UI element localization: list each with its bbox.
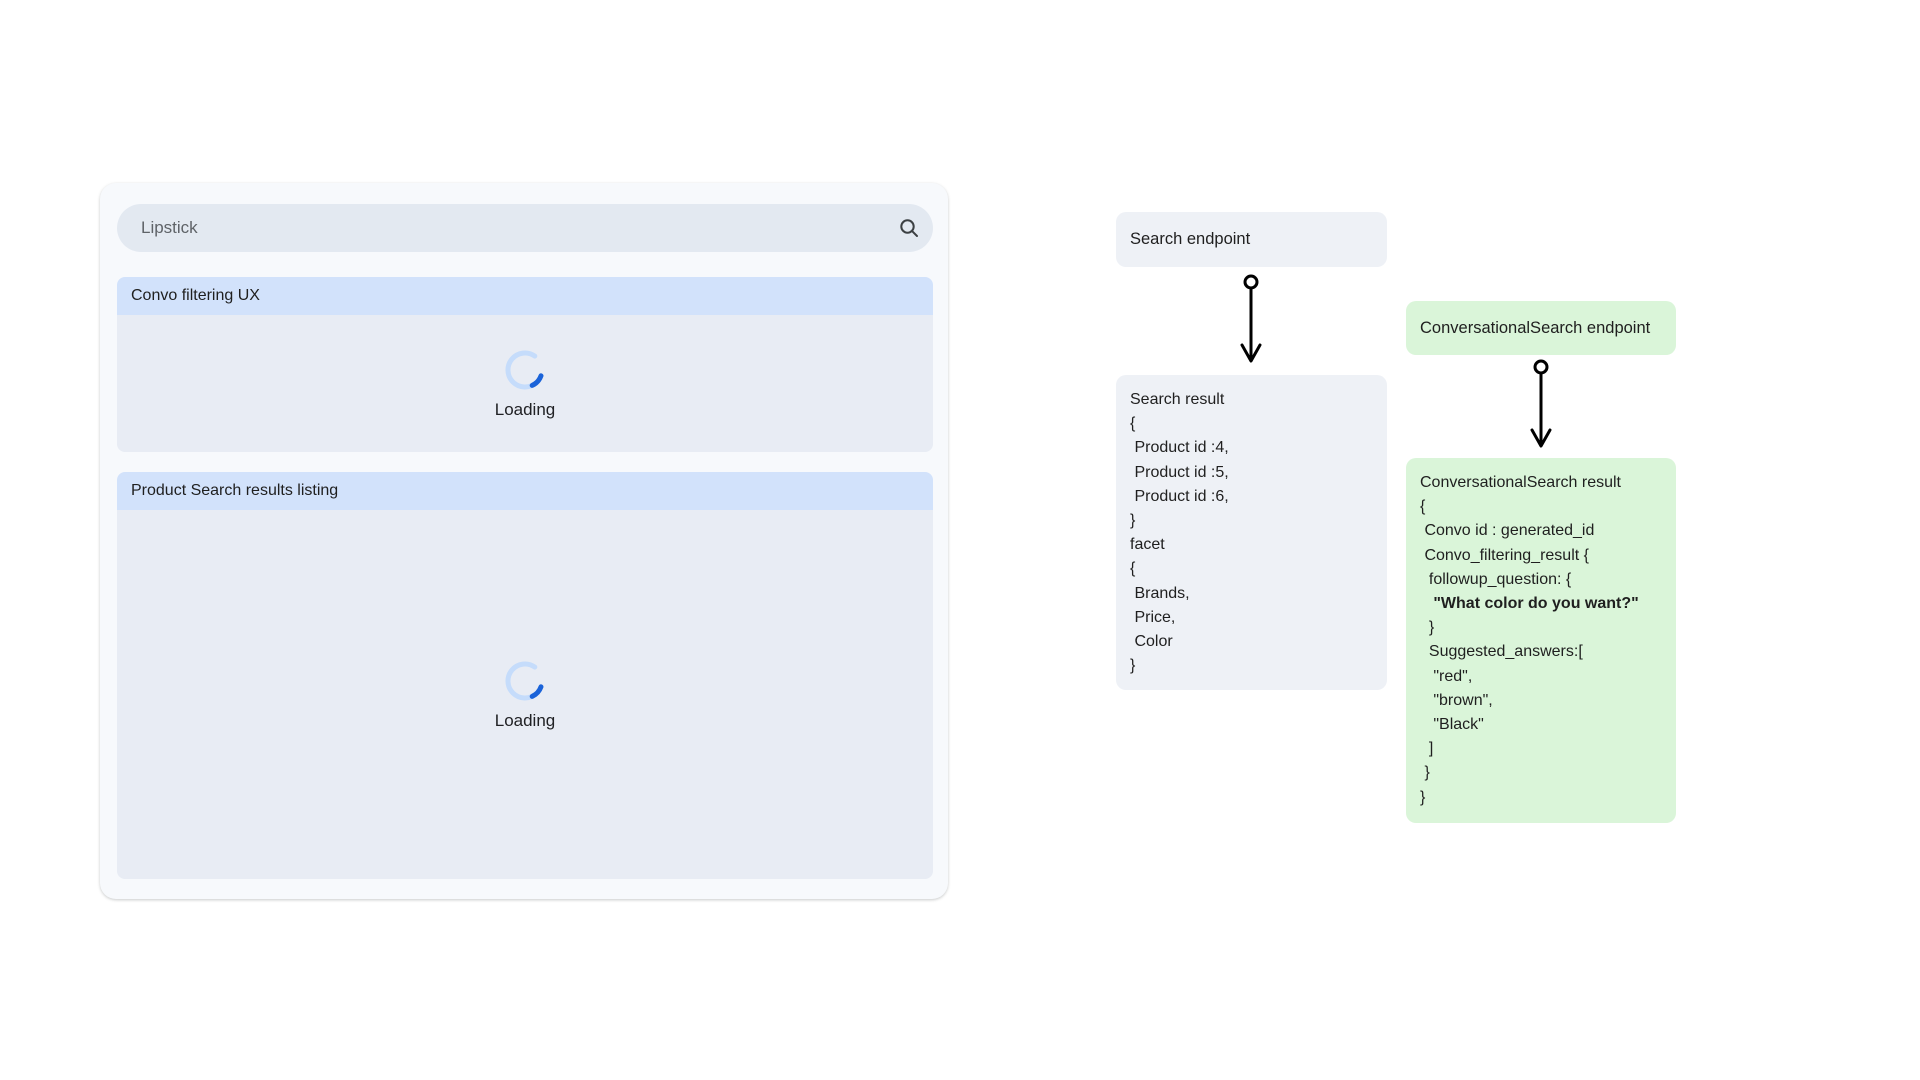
code-line: Product id :6, [1130,487,1229,505]
search-button[interactable] [885,204,933,252]
code-line: } [1130,657,1136,675]
node-label: Search endpoint [1130,230,1251,248]
node-label: ConversationalSearch endpoint [1420,318,1651,337]
arrow-down-connector [1529,359,1553,451]
code-line: Color [1130,633,1173,651]
code-line: Search result [1130,391,1225,408]
code-line: "Black" [1420,716,1484,734]
code-line: "What color do you want?" [1420,595,1639,613]
section-header: Product Search results listing [117,472,933,510]
code-line: ConversationalSearch result [1420,474,1621,491]
code-line: Brands, [1130,584,1190,602]
search-input[interactable] [117,218,885,238]
search-mock-panel: Convo filtering UX Loading Product Searc… [100,183,948,899]
section-loading-area: Loading [117,315,933,452]
loading-label: Loading [494,710,556,730]
section-header: Convo filtering UX [117,277,933,315]
code-line: Convo_filtering_result { [1420,546,1589,564]
search-bar[interactable] [117,204,933,252]
code-line: } [1420,764,1430,782]
code-line: Price, [1130,608,1176,626]
code-line: } [1130,512,1136,530]
conversational-search-result-node: ConversationalSearch result { Convo id : … [1406,458,1676,823]
loading-spinner-icon [503,659,547,703]
code-line: Convo id : generated_id [1420,522,1595,540]
code-line: { [1420,498,1426,516]
section-title: Product Search results listing [131,482,339,499]
search-endpoint-node: Search endpoint [1116,212,1387,267]
code-line: } [1420,788,1426,806]
section-product-results: Product Search results listing Loading [117,472,933,879]
code-line: Suggested_answers:[ [1420,643,1583,661]
arrow-down-connector [1239,274,1263,366]
section-loading-area: Loading [117,510,933,879]
section-title: Convo filtering UX [131,287,260,304]
code-line: { [1130,415,1136,433]
code-line: } [1420,619,1435,637]
code-line: ] [1420,740,1434,758]
code-line: { [1130,560,1136,578]
search-result-node: Search result { Product id :4, Product id… [1116,375,1387,690]
search-icon [897,216,921,240]
loading-label: Loading [494,399,556,419]
code-line: facet [1130,536,1165,554]
loading-spinner-icon [503,348,547,392]
code-line: "brown", [1420,691,1493,709]
code-line: followup_question: { [1420,570,1572,588]
code-line: Product id :4, [1130,439,1229,457]
code-line: Product id :5, [1130,463,1229,481]
section-convo-filtering: Convo filtering UX Loading [117,277,933,452]
code-line: "red", [1420,667,1473,685]
conversational-search-endpoint-node: ConversationalSearch endpoint [1406,301,1676,355]
